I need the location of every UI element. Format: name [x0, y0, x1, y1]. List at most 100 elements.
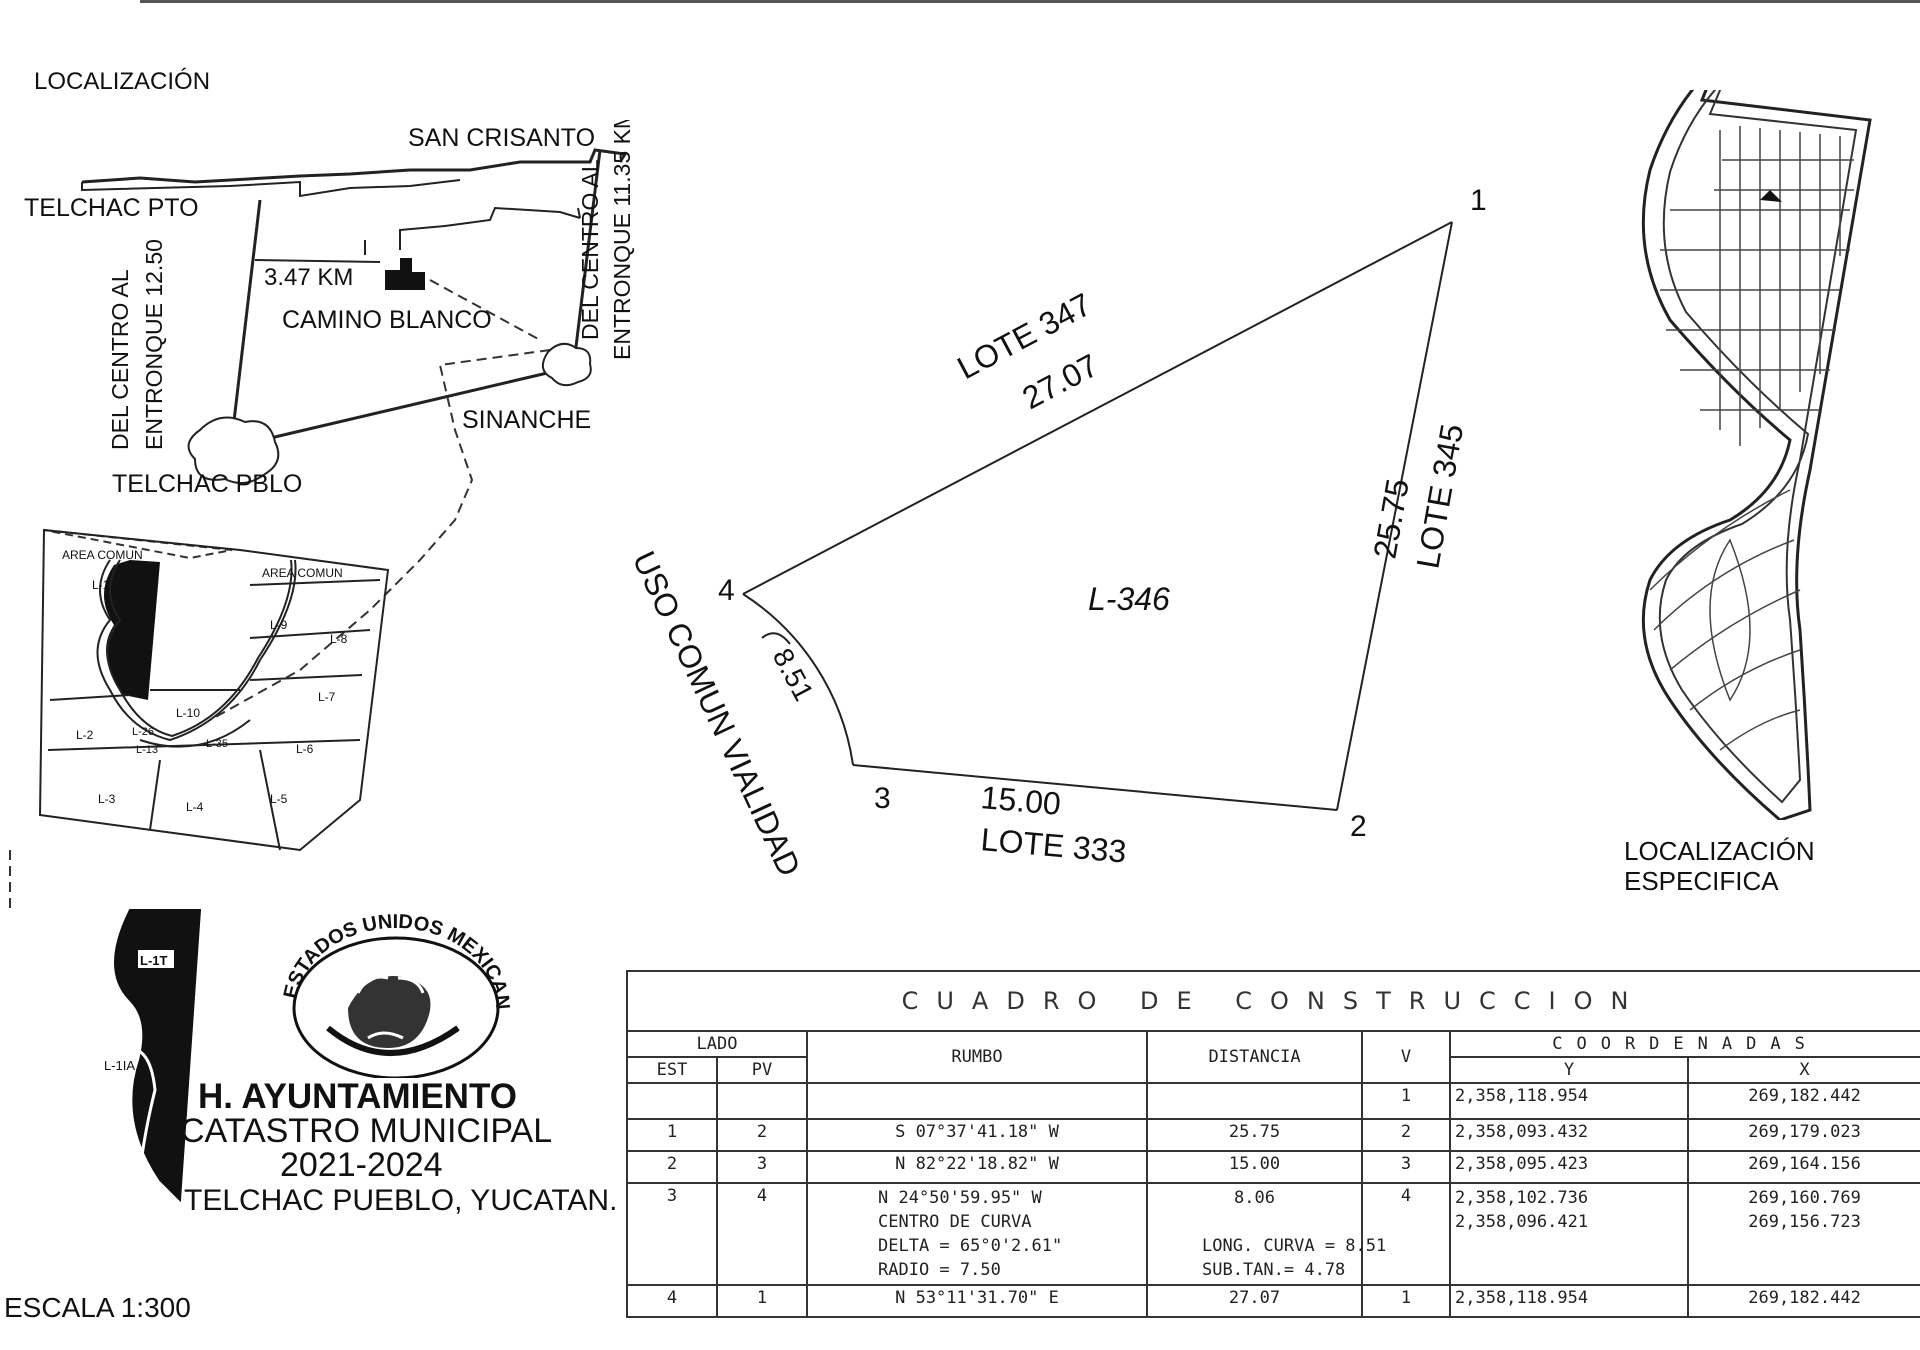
- road-right-label: DEL CENTRO AL ENTRONQUE 11.35 KM: [577, 120, 635, 360]
- cell-pv: 4: [716, 1182, 808, 1286]
- mexico-seal: ESTADOS UNIDOS MEXICANOS: [268, 898, 513, 1078]
- authority-line1: H. AYUNTAMIENTO: [198, 1077, 517, 1116]
- cell-y: 2,358,093.432: [1449, 1118, 1689, 1152]
- cell-x: 269,179.023: [1686, 1118, 1920, 1152]
- header-v: V: [1361, 1030, 1451, 1084]
- cell-distancia: 15.00: [1146, 1150, 1363, 1184]
- inset-lot: L-2: [76, 728, 94, 742]
- specific-location-map: [1641, 90, 1872, 820]
- cell-y: 2,358,095.423: [1449, 1150, 1689, 1184]
- inset-area-comun-1: AREA COMUN: [62, 548, 143, 562]
- vertex-3: 3: [874, 782, 891, 815]
- table-row: 2 3 N 82°22'18.82" W 15.00 3 2,358,095.4…: [626, 1150, 1920, 1184]
- cell-est: 2: [626, 1150, 718, 1184]
- cell-pv: 3: [716, 1150, 808, 1184]
- cell-rumbo: N 82°22'18.82" W: [806, 1150, 1148, 1184]
- authority-line4: TELCHAC PUEBLO, YUCATAN.: [184, 1184, 618, 1217]
- boundary-curve: [742, 593, 854, 766]
- cell-y: 2,358,118.954: [1449, 1284, 1689, 1318]
- inset-lot: L-7: [318, 690, 336, 704]
- cell-est: 3: [626, 1182, 718, 1286]
- cell-distancia-curve: 8.06 LONG. CURVA = 8.51 SUB.TAN.= 4.78: [1146, 1182, 1387, 1286]
- cell-rumbo: [806, 1082, 1148, 1120]
- curve-radio: RADIO = 7.50: [878, 1260, 1001, 1280]
- south-lot-label: LOTE 333: [979, 821, 1127, 870]
- cell-est: 4: [626, 1284, 718, 1318]
- curve-x1: 269,160.769: [1748, 1188, 1861, 1208]
- east-distance: 25.75: [1366, 476, 1415, 561]
- table-row-curve: 3 4 N 24°50'59.95" W CENTRO DE CURVA DEL…: [626, 1182, 1920, 1286]
- place-sinanche: SINANCHE: [462, 406, 592, 434]
- cell-distancia: 27.07: [1146, 1284, 1363, 1318]
- header-lado: LADO: [626, 1030, 808, 1058]
- location-map: [9, 148, 628, 910]
- top-border-line: [140, 0, 1920, 3]
- header-coordenadas: COORDENADAS: [1448, 1030, 1920, 1058]
- table-row: 4 1 N 53°11'31.70" E 27.07 1 2,358,118.9…: [626, 1284, 1920, 1318]
- inset-lot: L-26: [132, 726, 155, 738]
- cell-v: 4: [1361, 1182, 1451, 1286]
- north-distance: 27.07: [1016, 347, 1104, 416]
- curve-length: 8.51: [767, 643, 820, 706]
- cell-v: 3: [1361, 1150, 1451, 1184]
- table-title: CUADRO DE CONSTRUCCION: [625, 970, 1920, 1032]
- specific-location-title: LOCALIZACIÓN ESPECIFICA: [1624, 836, 1815, 896]
- scale-label: ESCALA 1:300: [4, 1292, 191, 1323]
- authority-line2: CATASTRO MUNICIPAL: [180, 1112, 553, 1150]
- svg-text:DEL CENTRO AL: DEL CENTRO AL: [577, 159, 603, 340]
- vertex-2: 2: [1350, 810, 1367, 843]
- inset-lot: L-9: [270, 618, 288, 632]
- cell-x: 269,164.156: [1686, 1150, 1920, 1184]
- strip-lot-label: L-1T: [140, 953, 168, 968]
- inset-lot: L-5: [270, 792, 288, 806]
- svg-text:DEL CENTRO AL: DEL CENTRO AL: [107, 269, 133, 450]
- header-distancia: DISTANCIA: [1146, 1030, 1363, 1084]
- lot-id: L-346: [1088, 581, 1170, 617]
- curve-distance: 8.06: [1234, 1188, 1275, 1208]
- inset-lot: L-4: [186, 800, 204, 814]
- cell-v: 2: [1361, 1118, 1451, 1152]
- cell-x: 269,182.442: [1686, 1082, 1920, 1120]
- strip-lot-label: L-1IA: [104, 1058, 136, 1073]
- inset-area-comun-2: AREA COMUN: [262, 566, 343, 580]
- vertex-1: 1: [1470, 184, 1487, 217]
- road-left-label: DEL CENTRO AL ENTRONQUE 12.50 KM: [107, 240, 167, 450]
- cell-y: 2,358,118.954: [1449, 1082, 1689, 1120]
- inset-lot: L-10: [176, 706, 201, 720]
- cell-y-curve: 2,358,102.736 2,358,096.421: [1449, 1182, 1689, 1286]
- boundary-north: [742, 221, 1453, 595]
- place-san-crisanto: SAN CRISANTO: [408, 124, 596, 152]
- project-strip-map: [114, 909, 202, 1203]
- header-est: EST: [626, 1056, 718, 1084]
- cell-pv: [716, 1082, 808, 1120]
- boundary-south: [852, 764, 1338, 811]
- cell-pv: 2: [716, 1118, 808, 1152]
- specific-title-line1: LOCALIZACIÓN: [1624, 836, 1815, 866]
- header-y: Y: [1449, 1056, 1689, 1084]
- east-lot-label: LOTE 345: [1409, 421, 1470, 571]
- curve-y1: 2,358,102.736: [1455, 1188, 1589, 1208]
- cell-rumbo-curve: N 24°50'59.95" W CENTRO DE CURVA DELTA =…: [806, 1182, 1148, 1286]
- inset-lot: L-3: [98, 792, 116, 806]
- cell-rumbo: S 07°37'41.18" W: [806, 1118, 1148, 1152]
- svg-text:ENTRONQUE 12.50 KM: ENTRONQUE 12.50 KM: [141, 240, 167, 450]
- curve-long: LONG. CURVA = 8.51: [1202, 1236, 1387, 1256]
- cell-rumbo: N 53°11'31.70" E: [806, 1284, 1148, 1318]
- cell-est: [626, 1082, 718, 1120]
- table-row: 1 2 S 07°37'41.18" W 25.75 2 2,358,093.4…: [626, 1118, 1920, 1152]
- table-row: 1 2,358,118.954 269,182.442: [626, 1082, 1920, 1120]
- place-telchac-pto: TELCHAC PTO: [24, 194, 199, 222]
- curve-subtan: SUB.TAN.= 4.78: [1202, 1260, 1346, 1280]
- authority-line3: 2021-2024: [280, 1146, 443, 1184]
- construction-table: CUADRO DE CONSTRUCCION LADO RUMBO DISTAN…: [625, 970, 1920, 1318]
- cell-est: 1: [626, 1118, 718, 1152]
- plot-drawing: 1 2 3 4 LOTE 347 27.07 LOTE 345 25.75 15…: [626, 184, 1487, 880]
- header-pv: PV: [716, 1056, 808, 1084]
- cell-distancia: [1146, 1082, 1363, 1120]
- cell-pv: 1: [716, 1284, 808, 1318]
- place-camino-blanco: CAMINO BLANCO: [282, 306, 492, 334]
- cell-x: 269,182.442: [1686, 1284, 1920, 1318]
- inset-lot: L-1: [92, 578, 110, 592]
- boundary-east: [1336, 221, 1453, 811]
- curve-y2: 2,358,096.421: [1455, 1212, 1589, 1232]
